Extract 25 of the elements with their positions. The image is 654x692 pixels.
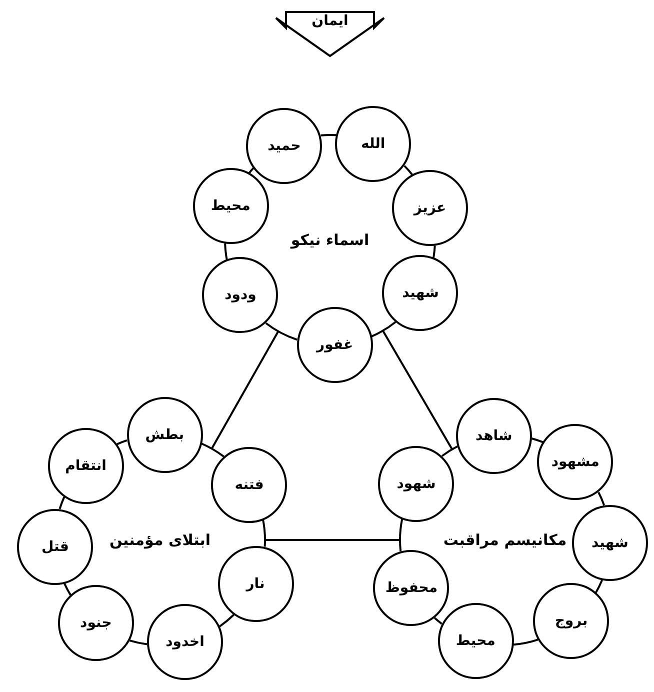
term-circle: جنود bbox=[58, 585, 134, 662]
connector-line bbox=[210, 330, 280, 450]
connector-line bbox=[382, 330, 453, 450]
term-circle: محفوظ bbox=[373, 550, 450, 626]
term-circle: غفور bbox=[296, 306, 373, 383]
term-circle: انتقام bbox=[48, 428, 124, 504]
term-circle: شهود bbox=[378, 446, 454, 522]
term-circle: الله bbox=[335, 106, 412, 182]
down-arrow-banner: ایمان bbox=[274, 10, 386, 58]
term-circle: اخدود bbox=[147, 604, 224, 680]
term-circle: مشهود bbox=[537, 424, 614, 500]
term-circle: نار bbox=[218, 546, 294, 622]
term-circle: محیط bbox=[438, 602, 514, 679]
term-circle: شهید bbox=[382, 255, 458, 332]
term-circle: قتل bbox=[17, 508, 94, 585]
term-circle: فتنه bbox=[211, 446, 288, 523]
term-circle: بطش bbox=[126, 397, 203, 474]
term-circle: ودود bbox=[202, 256, 278, 333]
connector-line bbox=[265, 539, 400, 541]
term-circle: بروج bbox=[533, 583, 610, 660]
term-circle: شهید bbox=[572, 504, 648, 581]
term-circle: شاهد bbox=[456, 398, 532, 474]
term-circle: محیط bbox=[192, 168, 269, 244]
term-circle: عزیز bbox=[392, 170, 468, 246]
term-circle: حمید bbox=[246, 108, 322, 184]
